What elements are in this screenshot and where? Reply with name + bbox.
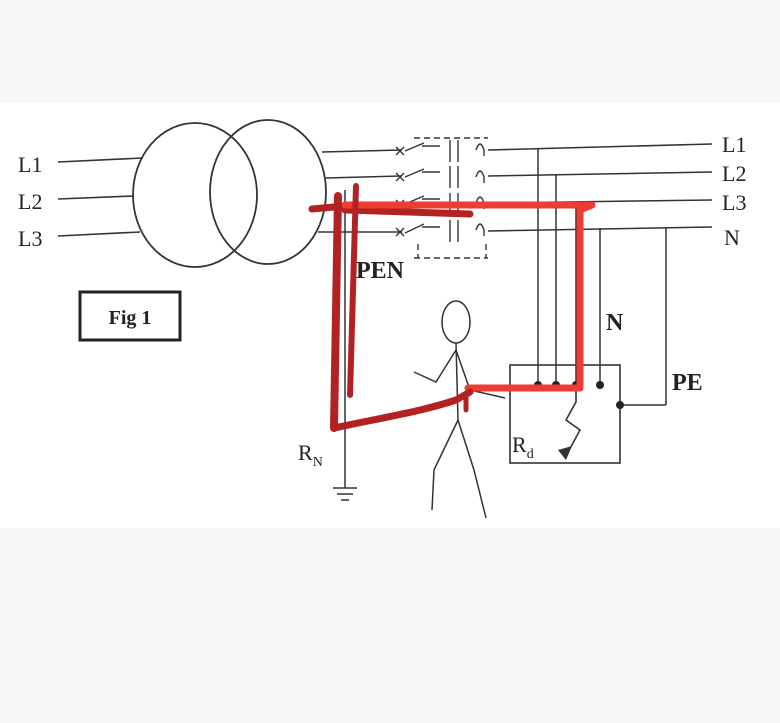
transformer-symbol — [132, 119, 327, 268]
right-label-l3: L3 — [722, 190, 746, 215]
left-label-l1: L1 — [18, 152, 42, 177]
fault-loop-annotation — [308, 183, 596, 432]
appliance-feed-lines — [537, 149, 667, 406]
right-label-n: N — [724, 225, 740, 250]
busbars — [487, 143, 713, 232]
rd-label: Rd — [512, 432, 534, 462]
left-label-l2: L2 — [18, 189, 42, 214]
left-phase-lines — [57, 157, 144, 237]
figure-label: Fig 1 — [109, 307, 152, 329]
right-label-l1: L1 — [722, 132, 746, 157]
secondary-lines — [318, 149, 403, 233]
pen-label: PEN — [356, 258, 405, 284]
circuit-breakers — [395, 137, 488, 259]
n-label: N — [606, 310, 624, 336]
rn-label: RN — [298, 440, 323, 470]
fault-arrowhead-icon — [558, 446, 572, 460]
earth-conductor — [333, 190, 357, 501]
pe-label: PE — [672, 370, 703, 396]
left-label-l3: L3 — [18, 226, 42, 251]
fault-arrow-icon — [564, 388, 582, 457]
figure-label-box — [78, 290, 182, 342]
appliance-enclosure — [509, 364, 621, 464]
right-label-l2: L2 — [722, 161, 746, 186]
